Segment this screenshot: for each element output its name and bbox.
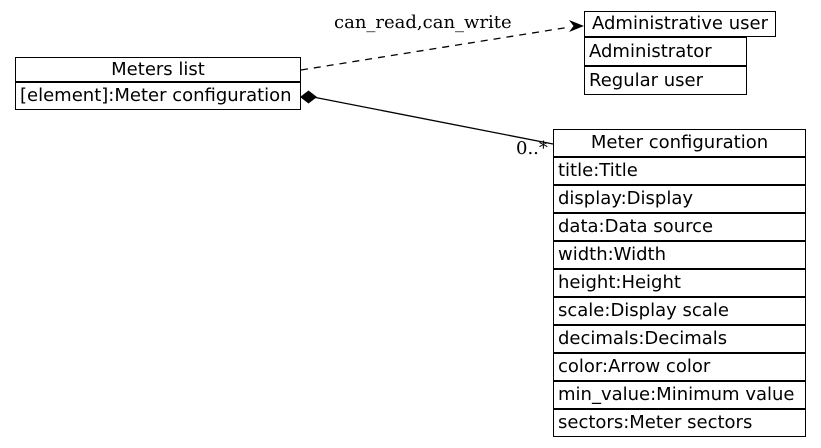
node-admin-user: Administrative user Administrator Regula… <box>584 11 776 95</box>
node-meters-list: Meters list [element]:Meter configuratio… <box>15 57 301 110</box>
meter-configuration-row: decimals:Decimals <box>553 325 806 353</box>
admin-user-row: Regular user <box>584 66 747 95</box>
meter-configuration-row: width:Width <box>553 241 806 269</box>
composition-edge-line <box>312 96 554 145</box>
meter-configuration-row: title:Title <box>553 157 806 185</box>
meter-configuration-row: display:Display <box>553 185 806 213</box>
meters-list-attribute: [element]:Meter configuration <box>15 82 301 110</box>
meter-configuration-row: data:Data source <box>553 213 806 241</box>
meter-configuration-title: Meter configuration <box>553 129 806 157</box>
meter-configuration-row: scale:Display scale <box>553 297 806 325</box>
meter-configuration-row: color:Arrow color <box>553 353 806 381</box>
admin-user-title: Administrative user <box>584 11 776 37</box>
meter-configuration-row: min_value:Minimum value <box>553 381 806 409</box>
meter-configuration-row: height:Height <box>553 269 806 297</box>
meters-list-title: Meters list <box>15 57 301 82</box>
node-meter-configuration: Meter configuration title:Title display:… <box>553 129 806 437</box>
arrowhead-icon <box>569 20 584 32</box>
admin-user-row: Administrator <box>584 37 747 66</box>
composition-multiplicity-label: 0..* <box>516 138 548 159</box>
meter-configuration-row: sectors:Meter sectors <box>553 409 806 437</box>
permission-edge-line <box>300 26 571 71</box>
permission-edge-label: can_read,can_write <box>334 12 512 33</box>
composition-diamond-icon <box>300 90 317 104</box>
